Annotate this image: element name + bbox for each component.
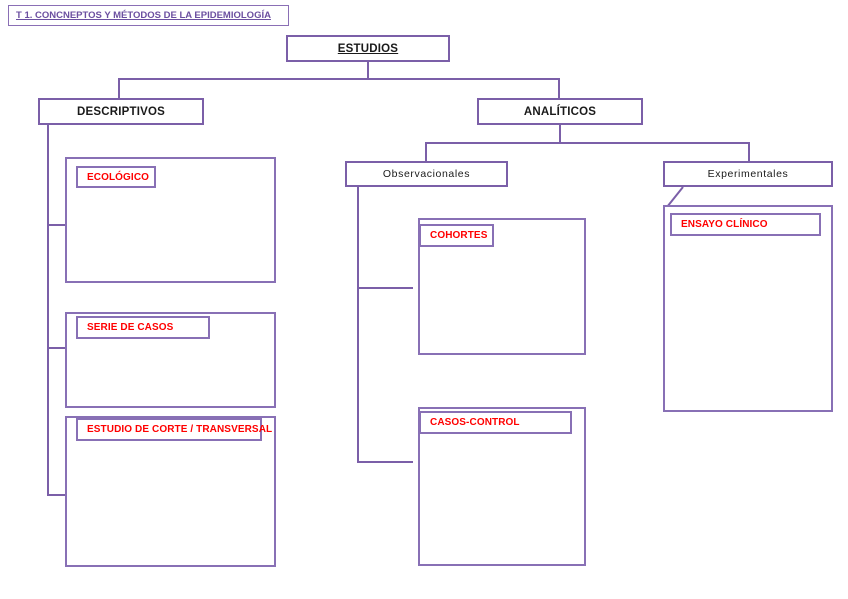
node-observacionales-label: Observacionales (382, 168, 471, 180)
tag-serie-de-casos-label: SERIE DE CASOS (87, 322, 174, 333)
connector-stub-cohortes (357, 287, 413, 289)
container-corte-transversal[interactable] (65, 416, 276, 567)
connector-level1-bus (118, 78, 560, 80)
connector-to-observacionales (425, 142, 427, 163)
connector-level2-bus (425, 142, 750, 144)
node-descriptivos[interactable]: DESCRIPTIVOS (38, 98, 204, 125)
connector-descriptivos-spine-a (47, 125, 49, 273)
connector-root-stem (367, 62, 369, 79)
connector-stub-serie-de-casos (47, 347, 68, 349)
tag-serie-de-casos[interactable]: SERIE DE CASOS (76, 316, 210, 339)
connector-descriptivos-spine-b (47, 224, 49, 348)
tag-corte-transversal-label: ESTUDIO DE CORTE / TRANSVERSAL (87, 424, 273, 435)
tag-corte-transversal[interactable]: ESTUDIO DE CORTE / TRANSVERSAL (76, 418, 272, 441)
connector-stub-ecologico (47, 224, 68, 226)
connector-stub-corte-transversal (47, 494, 68, 496)
document-title-text: T 1. CONCNEPTOS Y MÉTODOS DE LA EPIDEMIO… (16, 10, 271, 21)
tag-ecologico-label: ECOLÓGICO (87, 171, 150, 183)
tag-ensayo-clinico-label: ENSAYO CLÍNICO (681, 219, 768, 230)
connector-to-experimentales (748, 142, 750, 163)
node-experimentales-label: Experimentales (707, 168, 789, 180)
tag-casos-control-label: CASOS-CONTROL (430, 417, 520, 428)
node-analiticos[interactable]: ANALÍTICOS (477, 98, 643, 125)
node-experimentales[interactable]: Experimentales (663, 161, 833, 187)
connector-descriptivos-spine-c (47, 347, 49, 496)
connector-to-analiticos (558, 78, 560, 99)
node-descriptivos-label: DESCRIPTIVOS (76, 105, 166, 118)
container-ensayo-clinico[interactable] (663, 205, 833, 412)
document-title-chip: T 1. CONCNEPTOS Y MÉTODOS DE LA EPIDEMIO… (8, 5, 289, 26)
node-estudios-label: ESTUDIOS (337, 42, 399, 55)
connector-observacionales-spine-b (357, 287, 359, 463)
connector-observacionales-spine-a (357, 187, 359, 288)
tag-casos-control[interactable]: CASOS-CONTROL (419, 411, 572, 434)
tag-cohortes[interactable]: COHORTES (419, 224, 494, 247)
node-estudios[interactable]: ESTUDIOS (286, 35, 450, 62)
node-observacionales[interactable]: Observacionales (345, 161, 508, 187)
connector-stub-casos-control (357, 461, 413, 463)
connector-to-descriptivos (118, 78, 120, 99)
tag-ecologico[interactable]: ECOLÓGICO (76, 166, 156, 188)
connector-analiticos-stem (559, 125, 561, 143)
node-analiticos-label: ANALÍTICOS (523, 105, 597, 118)
tag-ensayo-clinico[interactable]: ENSAYO CLÍNICO (670, 213, 821, 236)
connector-experimentales-diagonal (666, 186, 684, 208)
tag-cohortes-label: COHORTES (430, 230, 488, 241)
